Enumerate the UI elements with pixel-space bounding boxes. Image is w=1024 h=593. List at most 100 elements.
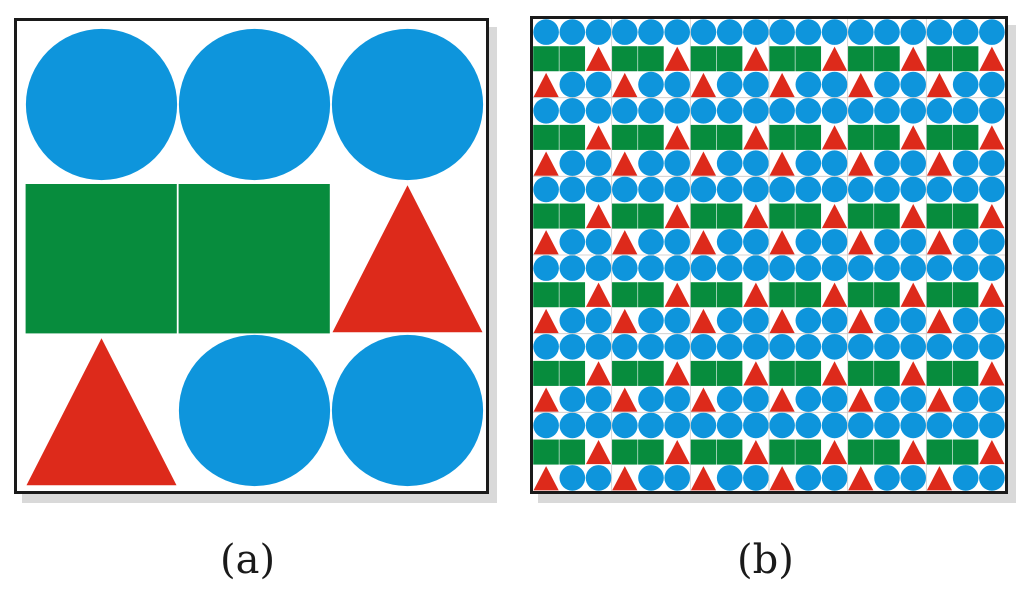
- panel-b-tile-5-2-square-1-1: [716, 439, 743, 465]
- panel-b-tile-3-0-circle-2-1: [559, 307, 586, 334]
- panel-b-tile-4-2-square-1-1: [716, 360, 743, 386]
- panel-b-tile-1-0-triangle-2-0: [533, 151, 559, 176]
- panel-b-tile-0-0-triangle-1-2: [585, 46, 612, 71]
- panel-b-tile-0-2-circle-2-2: [743, 71, 769, 98]
- panel-b-tile-2-3-triangle-2-0: [769, 230, 795, 255]
- panel-b-tile-4-1-circle-0-1: [638, 333, 664, 360]
- panel-b-tile-1-4-square-1-0: [847, 124, 874, 150]
- panel-b-tile-4-0-circle-0-2: [585, 333, 612, 360]
- panel-b-tile-0-3-triangle-2-0: [769, 72, 795, 98]
- panel-b-tile-3-5-circle-0-1: [952, 255, 979, 281]
- panel-b-tile-5-4-circle-2-2: [900, 465, 927, 491]
- panel-b-tile-1-3-triangle-2-0: [769, 151, 795, 176]
- panel-b-tile-1-5-triangle-1-2: [979, 125, 1005, 150]
- panel-b-tile-0-1-circle-0-2: [664, 19, 691, 45]
- panel-b-tile-5-5-circle-0-1: [952, 412, 979, 439]
- panel-b-tile-3-2-triangle-2-0: [690, 308, 717, 334]
- panel-b-tile-0-4-square-1-1: [874, 46, 900, 72]
- panel-b-tile-1-4-circle-0-1: [874, 97, 900, 124]
- panel-b-tile-2-3-square-1-0: [769, 203, 795, 229]
- panel-b-tile-2-5-circle-2-1: [952, 229, 979, 255]
- panel-b-tile-2-4-circle-0-1: [874, 176, 900, 203]
- panel-b-tile-1-0-circle-2-2: [585, 150, 612, 177]
- panel-b-tile-5-2-square-1-0: [690, 439, 717, 465]
- panel-b-tile-4-5-triangle-1-2: [979, 361, 1005, 386]
- panel-b-tile-4-1-triangle-2-0: [612, 387, 638, 412]
- panel-b-tile-5-3-circle-0-2: [821, 412, 848, 439]
- panel-b-tile-2-4-square-1-0: [847, 203, 874, 229]
- panel-b-tile-5-5-square-1-0: [926, 439, 953, 465]
- panel-b-tile-0-1-triangle-2-0: [612, 72, 638, 98]
- panel-b-tile-5-3-circle-0-0: [769, 412, 795, 439]
- panel-b-tile-3-5-square-1-1: [952, 282, 979, 308]
- panel-b-tile-4-0-triangle-1-2: [585, 361, 612, 386]
- panel-b-tile-5-2-circle-2-1: [716, 465, 743, 491]
- panel-b-tile-5-5-square-1-1: [952, 439, 979, 465]
- panel-b-tile-0-2-triangle-1-2: [743, 46, 769, 71]
- panel-b-tile-4-0-circle-0-0: [533, 333, 559, 360]
- panel-b-tile-5-5-circle-0-2: [979, 412, 1005, 439]
- panel-b-tile-3-4-circle-0-1: [874, 255, 900, 281]
- panel-b-tile-5-1-circle-0-0: [611, 412, 638, 439]
- panel-b-tile-5-2-circle-2-2: [743, 465, 769, 491]
- panel-b-tile-1-2-circle-2-2: [743, 150, 769, 177]
- panel-b-tile-1-0-circle-0-1: [559, 97, 586, 124]
- panel-b-tile-2-5-triangle-1-2: [979, 203, 1005, 229]
- panel-b-tile-4-5-square-1-0: [926, 360, 953, 386]
- panel-b-tile-2-1-circle-0-1: [638, 176, 664, 203]
- panel-b-frame: [530, 16, 1008, 494]
- panel-b-tile-3-2-circle-0-0: [690, 255, 717, 281]
- panel-b-tile-2-0-triangle-2-0: [533, 230, 559, 255]
- panel-b-tile-3-0-circle-0-1: [559, 255, 586, 281]
- panel-b-tile-2-5-triangle-2-0: [926, 230, 953, 255]
- panel-b-tile-3-0-triangle-1-2: [585, 282, 612, 307]
- panel-b-tile-1-4-circle-0-2: [900, 97, 927, 124]
- panel-b-tile-2-1-triangle-2-0: [612, 230, 638, 255]
- panel-b-tile-3-5-circle-0-0: [926, 255, 953, 281]
- panel-b-tile-3-1-circle-2-1: [638, 307, 664, 334]
- panel-b-tile-2-4-circle-0-2: [900, 176, 927, 203]
- panel-b-tile-2-2-triangle-1-2: [743, 203, 769, 229]
- panel-b-tile-2-3-circle-2-2: [821, 229, 848, 255]
- panel-b-tile-1-5-square-1-1: [952, 124, 979, 150]
- panel-b-tile-1-3-circle-0-1: [795, 97, 822, 124]
- panel-b-tile-5-4-square-1-1: [874, 439, 900, 465]
- panel-b-tile-2-1-circle-0-2: [664, 176, 691, 203]
- panel-b-tile-3-1-circle-0-0: [611, 255, 638, 281]
- panel-b-tile-5-1-square-1-0: [611, 439, 638, 465]
- panel-b-tile-4-3-square-1-1: [795, 360, 822, 386]
- panel-b-tile-0-5-triangle-2-0: [926, 72, 953, 98]
- panel-b-tile-5-4-circle-0-1: [874, 412, 900, 439]
- panel-b-tile-3-4-square-1-1: [874, 282, 900, 308]
- panel-b-tile-5-0-circle-0-2: [585, 412, 612, 439]
- panel-b-tile-4-4-circle-0-0: [847, 333, 874, 360]
- panel-b-tile-3-3-circle-2-1: [795, 307, 822, 334]
- panel-b-tile-3-2-square-1-0: [690, 282, 717, 308]
- panel-b-tile-3-4-triangle-1-2: [900, 282, 926, 307]
- panel-b-tile-5-4-circle-2-1: [874, 465, 900, 491]
- panel-b-tile-5-4-triangle-2-0: [848, 466, 874, 491]
- panel-b-tile-4-4-circle-2-2: [900, 386, 927, 413]
- panel-b-tile-2-2-square-1-0: [690, 203, 717, 229]
- panel-b-tile-1-1-square-1-0: [611, 124, 638, 150]
- panel-b-tile-2-4-triangle-2-0: [848, 230, 874, 255]
- panel-a-triangle-1-2: [332, 185, 483, 333]
- panel-b-tile-0-4-circle-0-0: [847, 19, 874, 45]
- panel-b-tile-2-2-triangle-2-0: [690, 230, 717, 255]
- panel-b-tile-0-5-triangle-1-2: [979, 46, 1005, 71]
- panel-b-tile-4-3-circle-2-1: [795, 386, 822, 413]
- panel-b-tile-0-2-circle-0-1: [716, 19, 743, 45]
- panel-b-tile-1-4-triangle-2-0: [848, 151, 874, 176]
- panel-b-tile-0-2-circle-2-1: [716, 71, 743, 98]
- panel-b-tile-0-3-circle-2-1: [795, 71, 822, 98]
- panel-b-tile-4-3-circle-2-2: [821, 386, 848, 413]
- panel-b-tile-0-1-square-1-1: [638, 46, 664, 72]
- panel-b-tile-5-1-circle-0-1: [638, 412, 664, 439]
- panel-b-tile-3-0-triangle-2-0: [533, 308, 559, 334]
- panel-b-tile-0-0-square-1-1: [559, 46, 586, 72]
- panel-a-circle-0-1: [178, 28, 331, 181]
- panel-b-tile-1-5-circle-2-1: [952, 150, 979, 177]
- panel-b-tile-2-5-square-1-1: [952, 203, 979, 229]
- panel-b-tile-2-5-circle-2-2: [979, 229, 1005, 255]
- panel-b-tile-5-2-circle-0-2: [743, 412, 769, 439]
